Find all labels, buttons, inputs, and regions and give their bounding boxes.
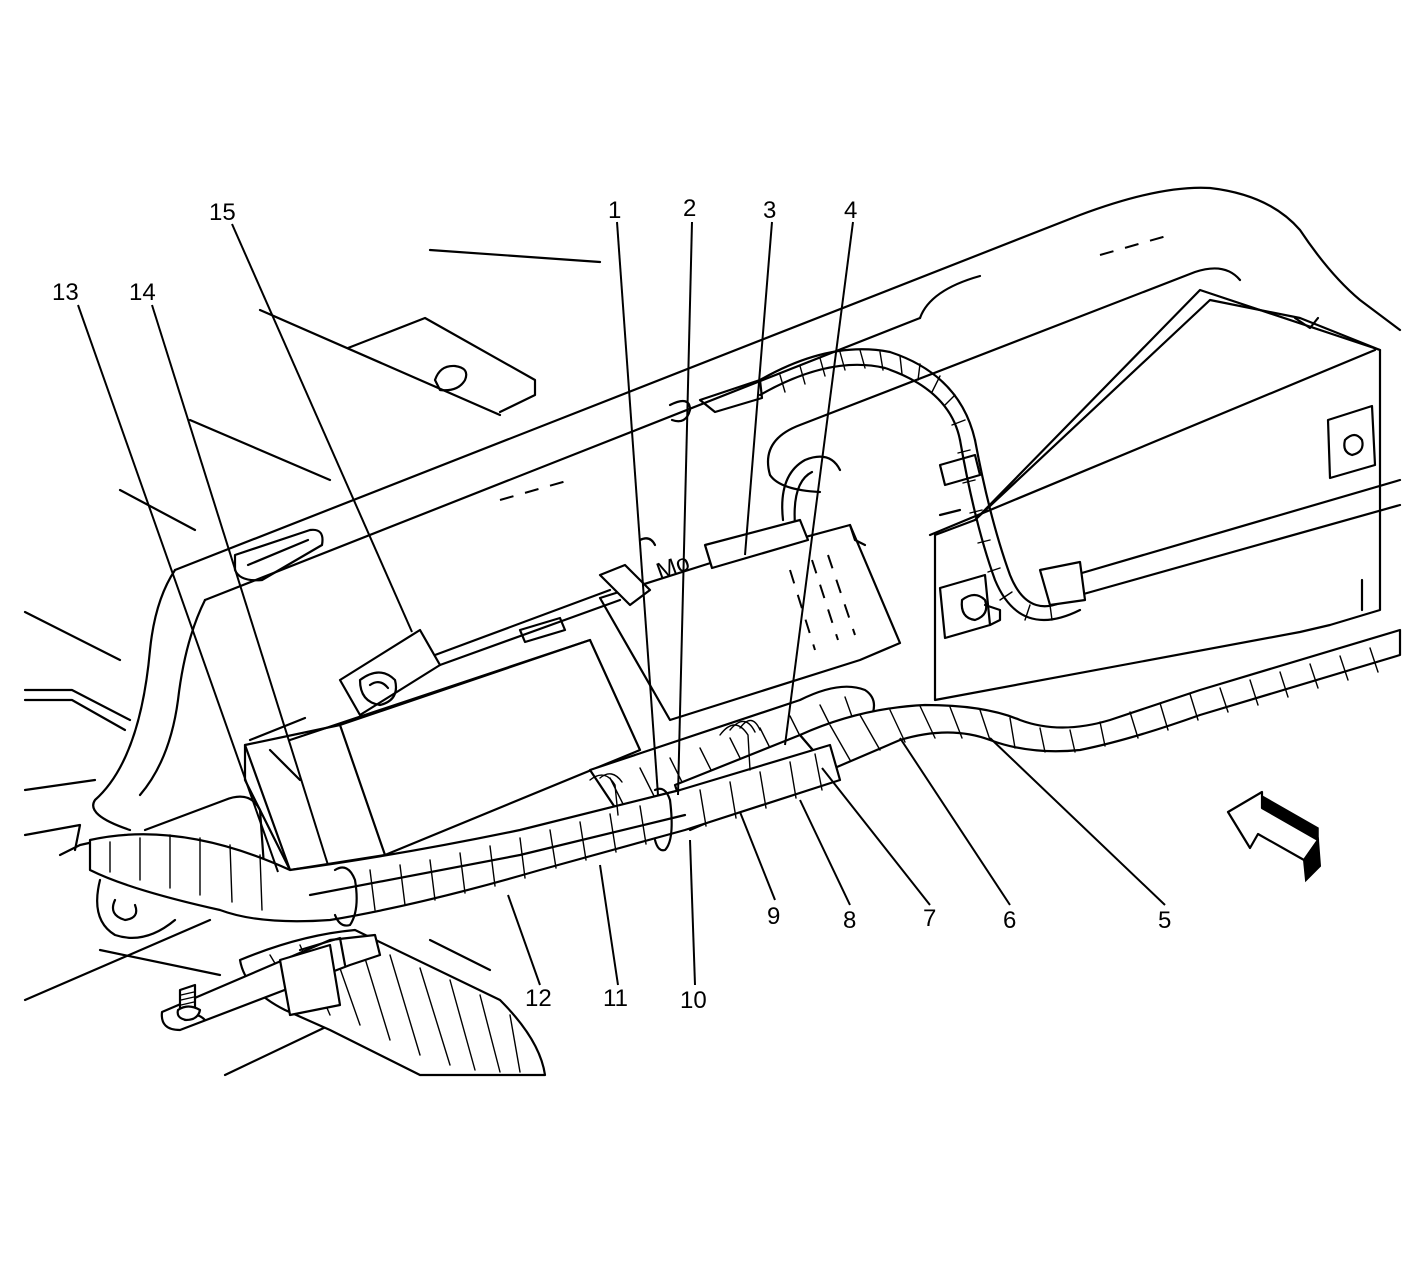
callout-7: 7 [923, 905, 936, 932]
body-panel [92, 186, 1402, 832]
callout-12: 12 [525, 985, 552, 1012]
callout-5: 5 [1158, 907, 1171, 934]
leader-14 [151, 304, 329, 866]
callout-3: 3 [763, 197, 776, 224]
leader-15 [231, 223, 413, 633]
leader-13 [77, 304, 279, 873]
callout-15: 15 [209, 199, 236, 226]
radio-unit [243, 588, 642, 872]
callout-6: 6 [1003, 907, 1016, 934]
ground-cable [668, 348, 1402, 622]
callout-1: 1 [608, 197, 621, 224]
callout-10: 10 [680, 987, 707, 1014]
control-module: Mo [598, 518, 902, 722]
callout-4: 4 [844, 197, 857, 224]
leader-11 [599, 864, 619, 986]
leader-1 [616, 221, 659, 796]
leader-lines [77, 221, 1166, 986]
leader-7 [821, 767, 931, 906]
leader-4 [784, 221, 854, 746]
callout-11: 11 [603, 985, 628, 1012]
callout-14: 14 [129, 279, 156, 306]
leader-6 [899, 737, 1011, 906]
leader-3 [744, 221, 773, 556]
leader-5 [989, 737, 1166, 906]
leader-9 [739, 811, 776, 901]
rear-bracket [928, 288, 1382, 702]
leader-12 [507, 894, 541, 986]
callout-9: 9 [767, 903, 780, 930]
callout-2: 2 [683, 195, 696, 222]
callout-labels: 1 2 3 4 5 6 7 8 9 10 11 12 13 14 15 [52, 195, 1171, 1014]
bolt-icon [176, 983, 202, 1022]
leader-8 [799, 799, 851, 906]
leader-2 [677, 221, 693, 796]
callout-8: 8 [843, 907, 856, 934]
view-direction-arrow-icon [1226, 790, 1322, 883]
leader-10 [689, 839, 696, 986]
callout-13: 13 [52, 279, 79, 306]
